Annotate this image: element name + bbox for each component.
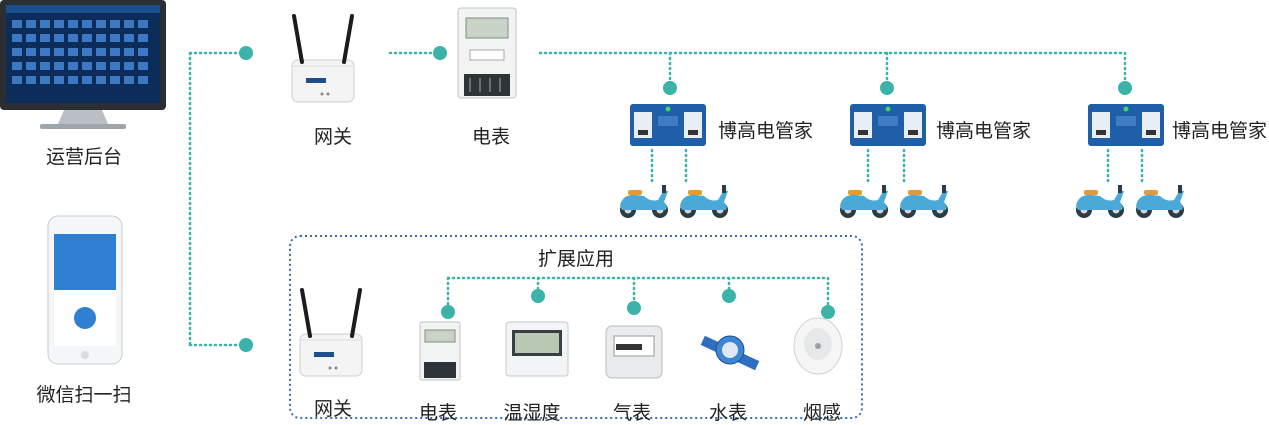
scooter-icon xyxy=(840,185,888,218)
extension-box xyxy=(289,235,863,419)
manager-3-label: 博高电管家 xyxy=(1172,120,1268,142)
monitor-icon xyxy=(0,0,166,129)
gateway-top-icon xyxy=(290,14,356,104)
charger-1-icon xyxy=(630,104,706,146)
manager-1-label: 博高电管家 xyxy=(718,120,814,142)
gateway-bottom-icon xyxy=(298,288,364,378)
meter-top-label: 电表 xyxy=(471,126,511,148)
connector-lines xyxy=(188,51,1144,347)
charger-2-icon xyxy=(850,104,926,146)
manager-2-label: 博高电管家 xyxy=(936,120,1032,142)
scooter-icon xyxy=(1136,185,1184,218)
connector-dots xyxy=(239,46,1132,352)
ext-meter-icon xyxy=(419,321,461,381)
scooter-icon xyxy=(900,185,948,218)
smoke-detector-icon xyxy=(793,317,843,375)
scooter-icon xyxy=(680,185,728,218)
scooter-icon xyxy=(1076,185,1124,218)
water-meter-icon xyxy=(700,335,760,371)
ext-meter-label: 电表 xyxy=(418,402,458,424)
phone-icon xyxy=(47,215,123,365)
gas-meter-icon xyxy=(605,325,663,379)
gateway-top-label: 网关 xyxy=(313,126,353,148)
meter-top-icon xyxy=(457,7,517,99)
charger-3-icon xyxy=(1088,104,1164,146)
wechat-scan-label: 微信扫一扫 xyxy=(36,384,132,406)
thermometer-panel-icon xyxy=(505,321,569,377)
ext-water-label: 水表 xyxy=(708,402,748,424)
ops-backend-label: 运营后台 xyxy=(45,146,123,168)
scooter-icon xyxy=(620,185,668,218)
gateway-bottom-label: 网关 xyxy=(313,398,353,420)
ext-temp-label: 温湿度 xyxy=(503,402,561,424)
extension-title: 扩展应用 xyxy=(537,248,615,270)
ext-smoke-label: 烟感 xyxy=(802,402,842,424)
ext-gas-label: 气表 xyxy=(612,402,652,424)
